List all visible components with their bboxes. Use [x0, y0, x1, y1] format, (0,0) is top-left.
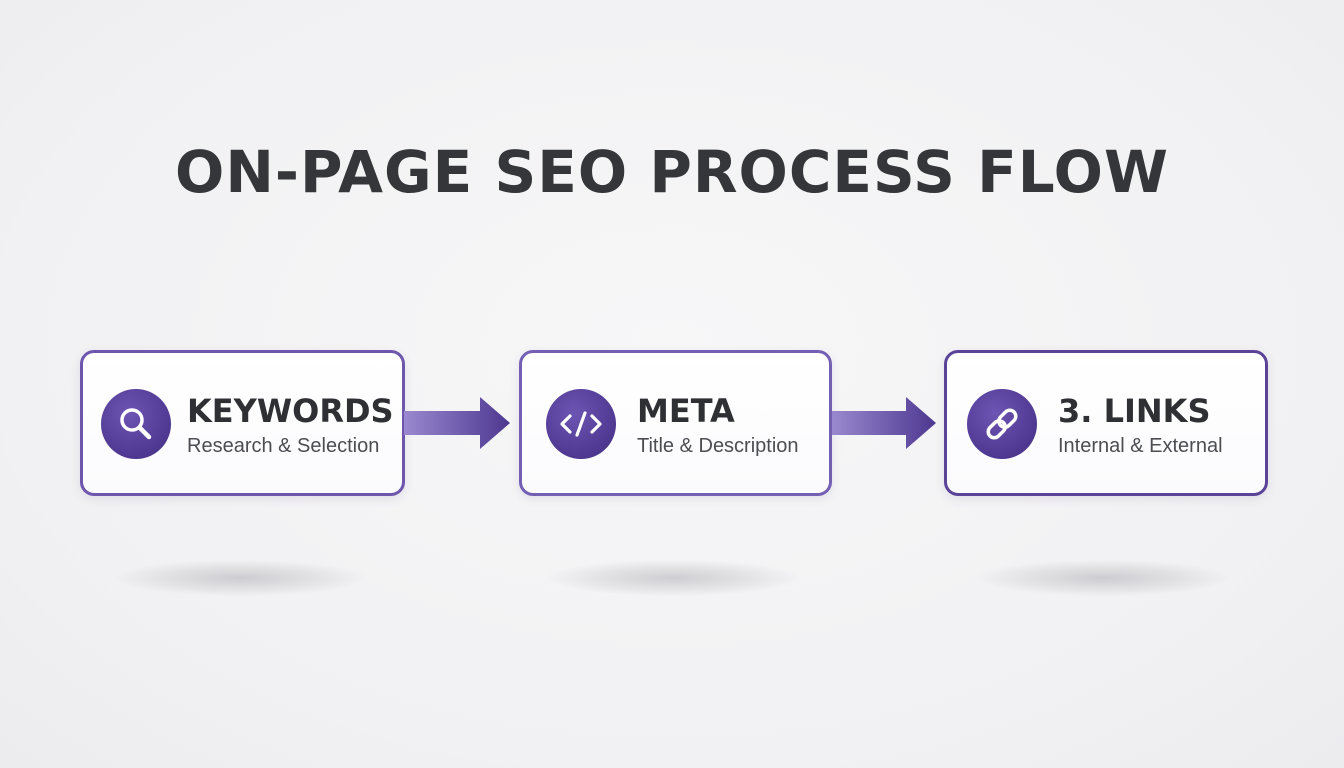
diagram-title: ON-PAGE SEO PROCESS FLOW [175, 138, 1169, 206]
floor-shadow [978, 560, 1228, 596]
step-description: Research & Selection [187, 435, 380, 457]
step-label: KEYWORDS [187, 392, 394, 430]
link-icon [967, 389, 1037, 459]
arrow-right-icon [404, 397, 510, 449]
step-links: 3. LINKS Internal & External [944, 350, 1268, 496]
search-icon [101, 389, 171, 459]
floor-shadow [548, 560, 798, 596]
step-label: 3. LINKS [1058, 392, 1211, 430]
step-keywords: KEYWORDS Research & Selection [80, 350, 405, 496]
step-description: Internal & External [1058, 435, 1223, 457]
step-label: META [637, 392, 735, 430]
step-meta: META Title & Description [519, 350, 832, 496]
arrow-right-icon [832, 397, 936, 449]
code-icon [546, 389, 616, 459]
floor-shadow [115, 560, 365, 596]
step-description: Title & Description [637, 435, 799, 457]
